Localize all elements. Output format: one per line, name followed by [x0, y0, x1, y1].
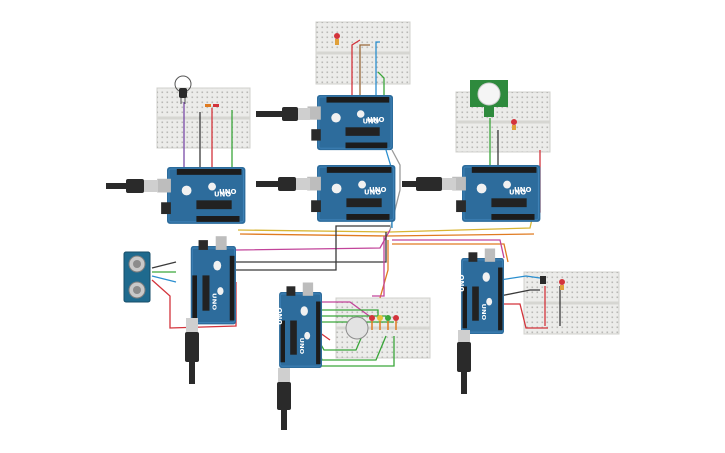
board-logo-right: UNO	[514, 186, 532, 194]
led-top-left	[205, 104, 219, 107]
breadboard-top-left	[156, 87, 251, 149]
usb-cable-bottom-center	[277, 368, 291, 430]
usb-cable-top-center	[256, 107, 310, 121]
arduino-bottom-center[interactable]	[278, 282, 323, 369]
arduino-bottom-right[interactable]	[460, 248, 505, 335]
usb-cable-bottom-right	[457, 330, 471, 394]
led-row-bottom-center	[369, 315, 399, 330]
pir-sensor[interactable]	[470, 80, 508, 117]
usb-cable-middle	[256, 177, 310, 191]
breadboard-bottom-right	[523, 271, 620, 335]
usb-cables	[106, 107, 471, 430]
board-logo-bottom-center: UNO	[276, 307, 284, 325]
board-logo-ultrasonic: UNO	[184, 252, 192, 270]
board-logo-left: UNO	[219, 188, 237, 196]
board-logo-top-center: UNO	[367, 116, 385, 124]
servo-knob[interactable]	[345, 316, 369, 340]
breadboard-top-center	[315, 21, 411, 85]
led-top-right	[511, 119, 517, 130]
board-logo-bottom-right: UNO	[458, 274, 466, 292]
components-bottom-right	[540, 276, 565, 290]
usb-cable-ultrasonic	[185, 318, 199, 384]
board-logo-middle: UNO	[369, 186, 387, 194]
led-group-top-center	[334, 33, 340, 45]
temperature-sensor[interactable]	[174, 75, 192, 104]
arduino-ultrasonic[interactable]	[190, 235, 237, 325]
breadboard-bottom-center	[335, 297, 431, 359]
ultrasonic-sensor[interactable]	[123, 251, 151, 303]
usb-cable-left	[106, 179, 158, 193]
usb-cable-right	[402, 177, 456, 191]
board-labels: UNO UNO UNO UNO UNO UNO UNO	[184, 116, 532, 325]
